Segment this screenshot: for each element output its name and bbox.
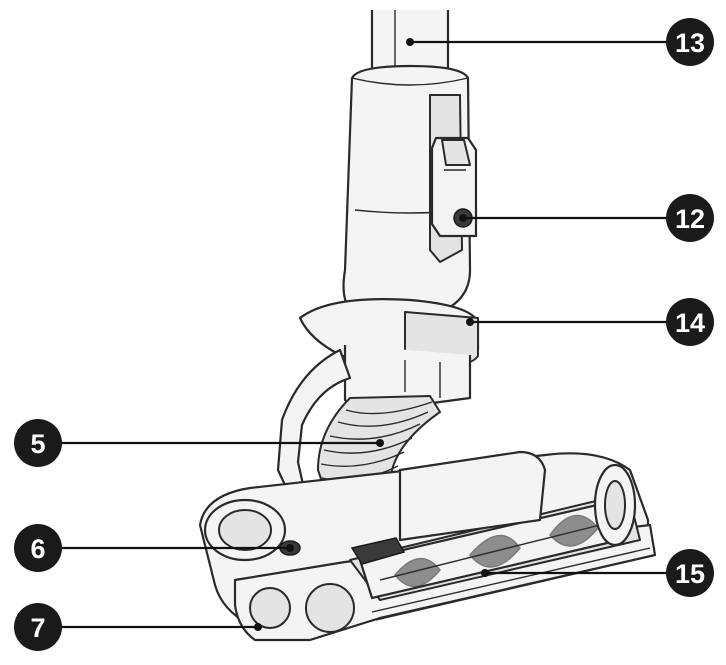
callout-7: 7: [14, 603, 62, 651]
callout-15: 15: [666, 549, 714, 597]
callout-5-label: 5: [30, 429, 45, 459]
callout-15-label: 15: [675, 559, 705, 589]
callout-5: 5: [14, 419, 62, 467]
callout-13: 13: [666, 18, 714, 66]
callout-6-label: 6: [30, 534, 45, 564]
callout-6: 6: [14, 524, 62, 572]
floor-head: [198, 450, 657, 642]
callout-12-label: 12: [675, 204, 705, 234]
callout-7-label: 7: [30, 613, 45, 643]
callout-12: 12: [666, 194, 714, 242]
callout-14: 14: [666, 298, 714, 346]
callout-13-label: 13: [675, 28, 705, 58]
release-latch: [430, 136, 478, 238]
leader-lines: [38, 38, 690, 631]
callout-14-label: 14: [675, 308, 705, 338]
